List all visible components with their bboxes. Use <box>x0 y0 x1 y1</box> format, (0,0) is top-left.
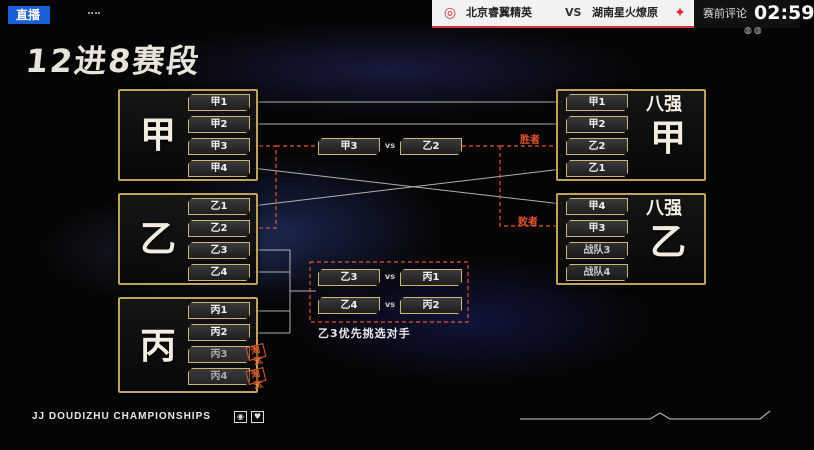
slot-yi-2: 乙2 <box>188 220 250 237</box>
center-match-left: 甲3 <box>318 138 380 155</box>
connector-jia4 <box>251 167 563 205</box>
connector-center-feed <box>252 145 277 229</box>
slot-jia-3: 甲3 <box>188 138 250 155</box>
top8-yi-slot-2: 甲3 <box>566 220 628 237</box>
group-yi-letter: 乙 <box>140 219 177 260</box>
top8-yi-slot-4: 战队4 <box>566 264 628 281</box>
connector-loser <box>499 146 562 227</box>
match-status: 赛前评论 <box>703 7 747 20</box>
top8-yi-slot-3: 战队3 <box>566 242 628 259</box>
team-right-name: 湖南星火燎原 <box>592 6 658 19</box>
pair-match-frame <box>309 261 469 323</box>
slot-bing-2: 丙2 <box>188 324 250 341</box>
top8-jia-slot-3: 乙2 <box>566 138 628 155</box>
top8-jia-slot-1: 甲1 <box>566 94 628 111</box>
group-jia-letter: 甲 <box>140 115 177 156</box>
slot-jia-4: 甲4 <box>188 160 250 177</box>
team-right-logo-icon: ✦ <box>674 5 686 21</box>
connector-yi1 <box>251 168 563 207</box>
heart-shield-icon: ♥ <box>251 411 264 423</box>
pair-a-vs: vs <box>385 272 395 281</box>
slot-yi-3: 乙3 <box>188 242 250 259</box>
slot-jia-2: 甲2 <box>188 116 250 133</box>
slot-bing-1: 丙1 <box>188 302 250 319</box>
slot-yi-4: 乙4 <box>188 264 250 281</box>
top8-yi-title: 八强 <box>646 198 682 219</box>
pair-a-left: 乙3 <box>318 269 380 286</box>
scorebar-teams: ◎ 北京睿翼精英 VS 湖南星火燎原 ✦ <box>432 0 694 28</box>
pair-b-vs: vs <box>385 300 395 309</box>
winner-label: 胜者 <box>520 135 540 146</box>
top8-yi-slot-1: 甲4 <box>566 198 628 215</box>
pair-a-right: 丙1 <box>400 269 462 286</box>
scorebar-vs: VS <box>565 6 582 19</box>
slot-yi-1: 乙1 <box>188 198 250 215</box>
slot-jia-1: 甲1 <box>188 94 250 111</box>
top8-jia-slot-4: 乙1 <box>566 160 628 177</box>
footer-decor-line <box>520 410 771 420</box>
pair-b-right: 丙2 <box>400 297 462 314</box>
small-people-icon: ◍◍ <box>744 26 764 36</box>
team-left-logo-icon: ◎ <box>443 5 457 21</box>
top8-jia-slot-2: 甲2 <box>566 116 628 133</box>
center-match-right: 乙2 <box>400 138 462 155</box>
slot-bing-3: 丙3 <box>188 346 250 363</box>
live-label: 直播 <box>16 8 41 22</box>
stage-title: 12进8赛段 <box>23 42 203 80</box>
countdown-timer: 02:59 <box>754 2 814 24</box>
loser-label: 败者 <box>518 217 538 228</box>
top8-jia-title: 八强 <box>646 94 682 115</box>
brand-footer: JJ DOUDIZHU CHAMPIONSHIPS <box>32 411 211 422</box>
logo-badge-icon: ◉ <box>234 411 247 423</box>
live-badge: 直播 <box>8 6 51 24</box>
center-match-vs: vs <box>385 141 395 150</box>
pair-b-left: 乙4 <box>318 297 380 314</box>
slot-bing-4: 丙4 <box>188 368 250 385</box>
pick-priority-note: 乙3优先挑选对手 <box>318 327 411 340</box>
scorebar: ◎ 北京睿翼精英 VS 湖南星火燎原 ✦ 赛前评论 02:59 <box>432 0 814 28</box>
more-dots-icon <box>88 12 100 17</box>
group-bing-letter: 丙 <box>140 326 177 367</box>
top8-jia-letter: 甲 <box>650 118 687 159</box>
top8-yi-letter: 乙 <box>650 222 687 263</box>
team-left-name: 北京睿翼精英 <box>466 6 532 19</box>
